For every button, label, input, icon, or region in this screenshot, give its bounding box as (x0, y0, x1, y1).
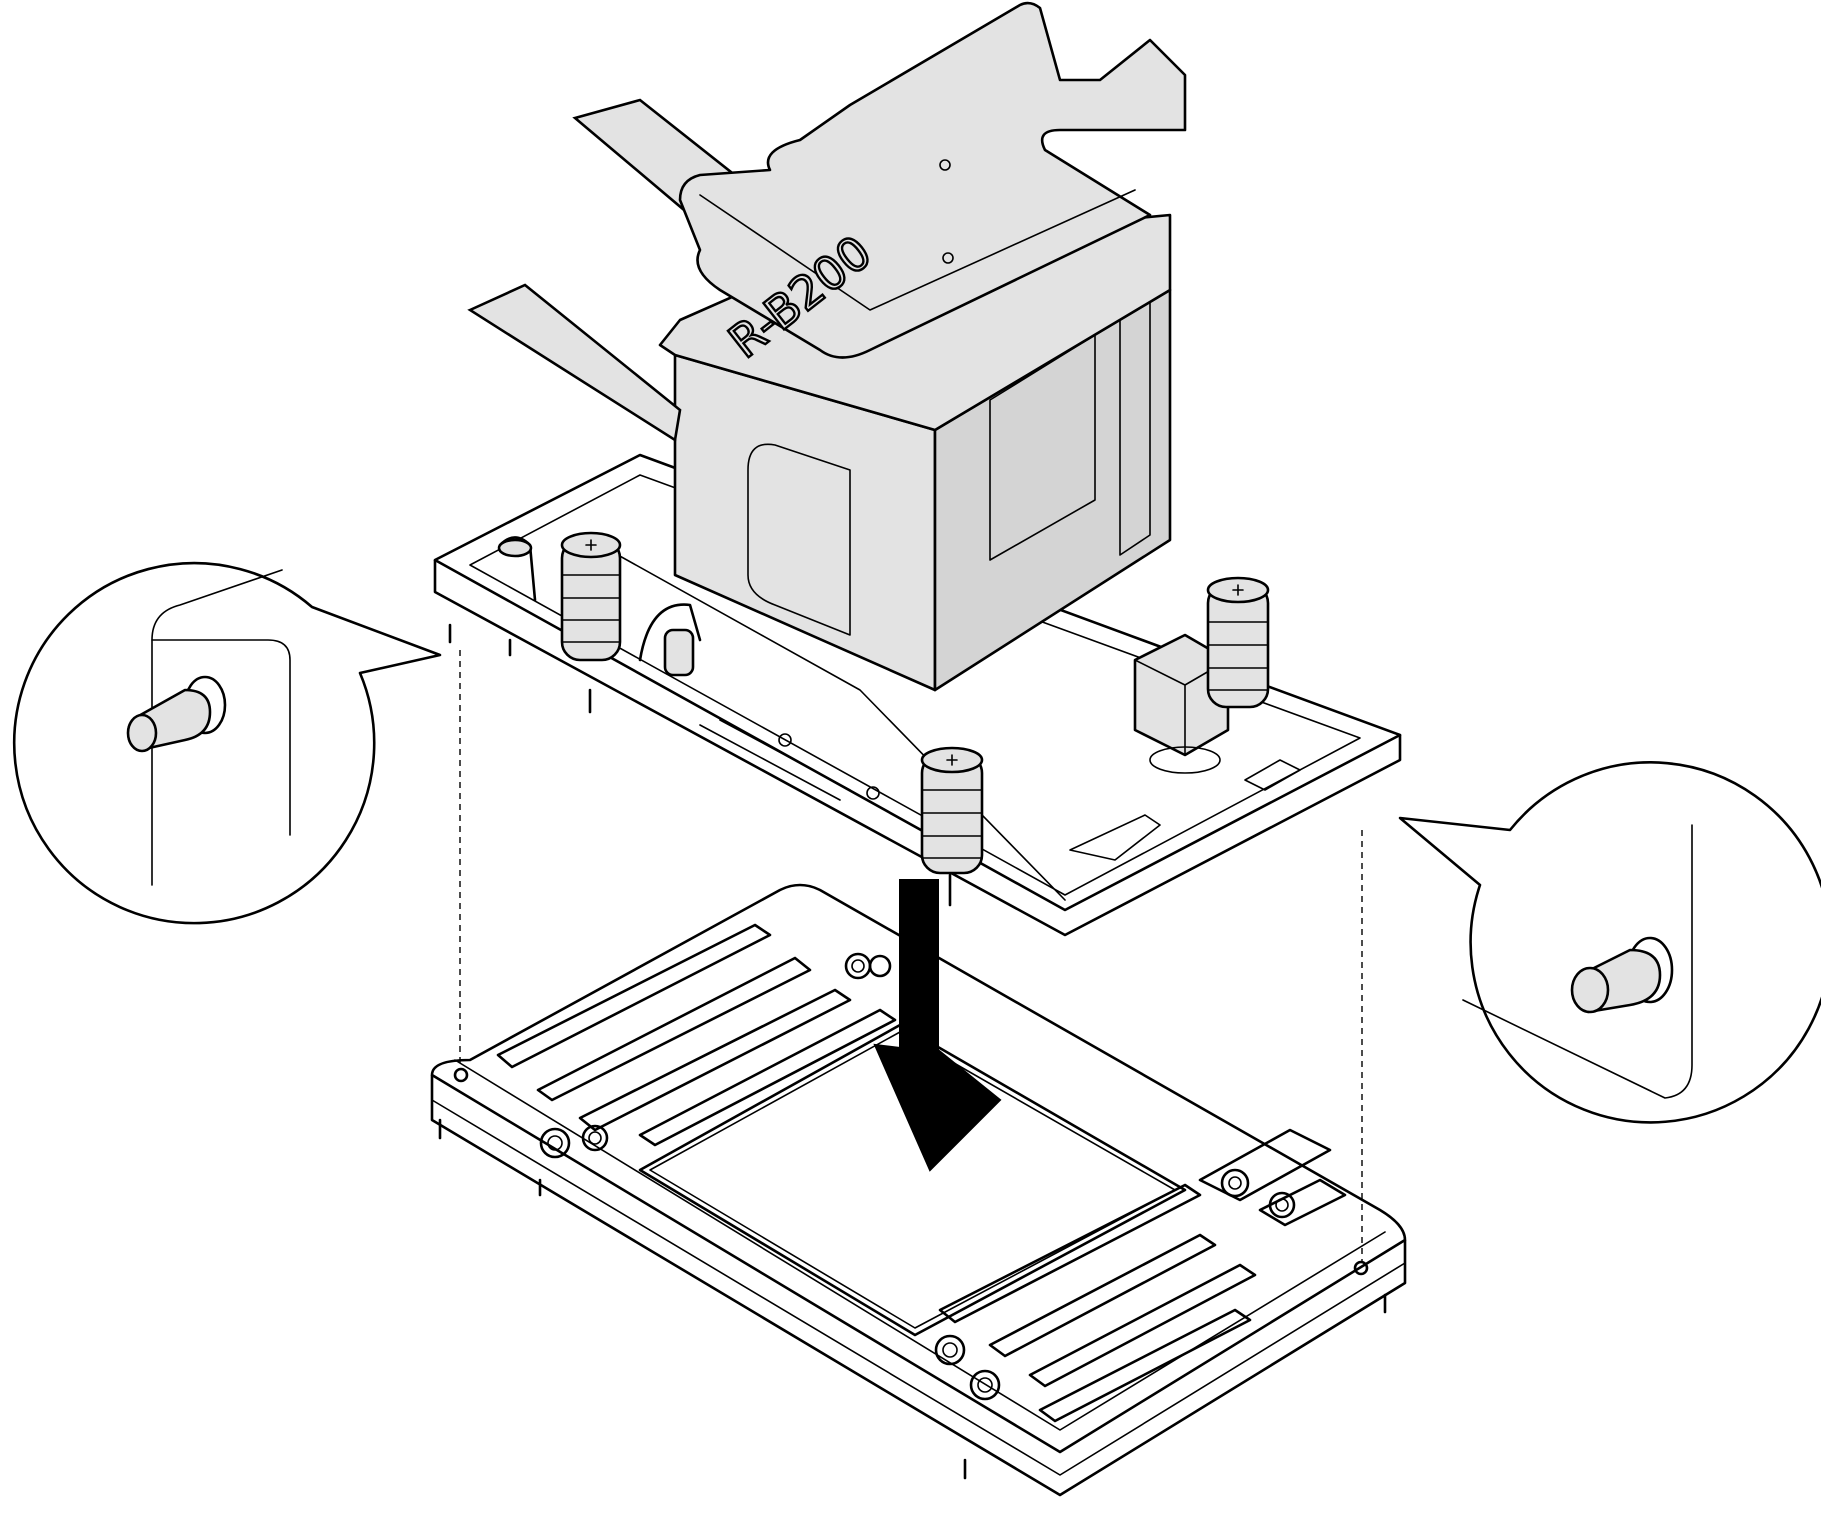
socket-nut-rear-right (1220, 1168, 1296, 1219)
torx-nut-rear-right (1206, 576, 1270, 709)
torx-nut-front (920, 746, 984, 907)
alignment-guides (459, 650, 1363, 1262)
guide-pin-icon (126, 675, 227, 753)
guide-hole-right (1353, 1260, 1369, 1276)
callout-left (12, 561, 442, 925)
guide-pin-icon (1570, 936, 1674, 1014)
down-arrow-icon (873, 879, 1002, 1172)
socket-nut-rear-left (844, 952, 892, 980)
callout-right (1398, 761, 1821, 1124)
socket-nut-front-right (934, 1334, 1001, 1401)
heatsink-module: R-B200 (433, 1, 1402, 937)
torx-nut-rear-left (560, 531, 622, 662)
processor-socket-plate (430, 883, 1407, 1497)
guide-hole-left (453, 1067, 469, 1083)
socket-nut-front-left (539, 1124, 609, 1159)
